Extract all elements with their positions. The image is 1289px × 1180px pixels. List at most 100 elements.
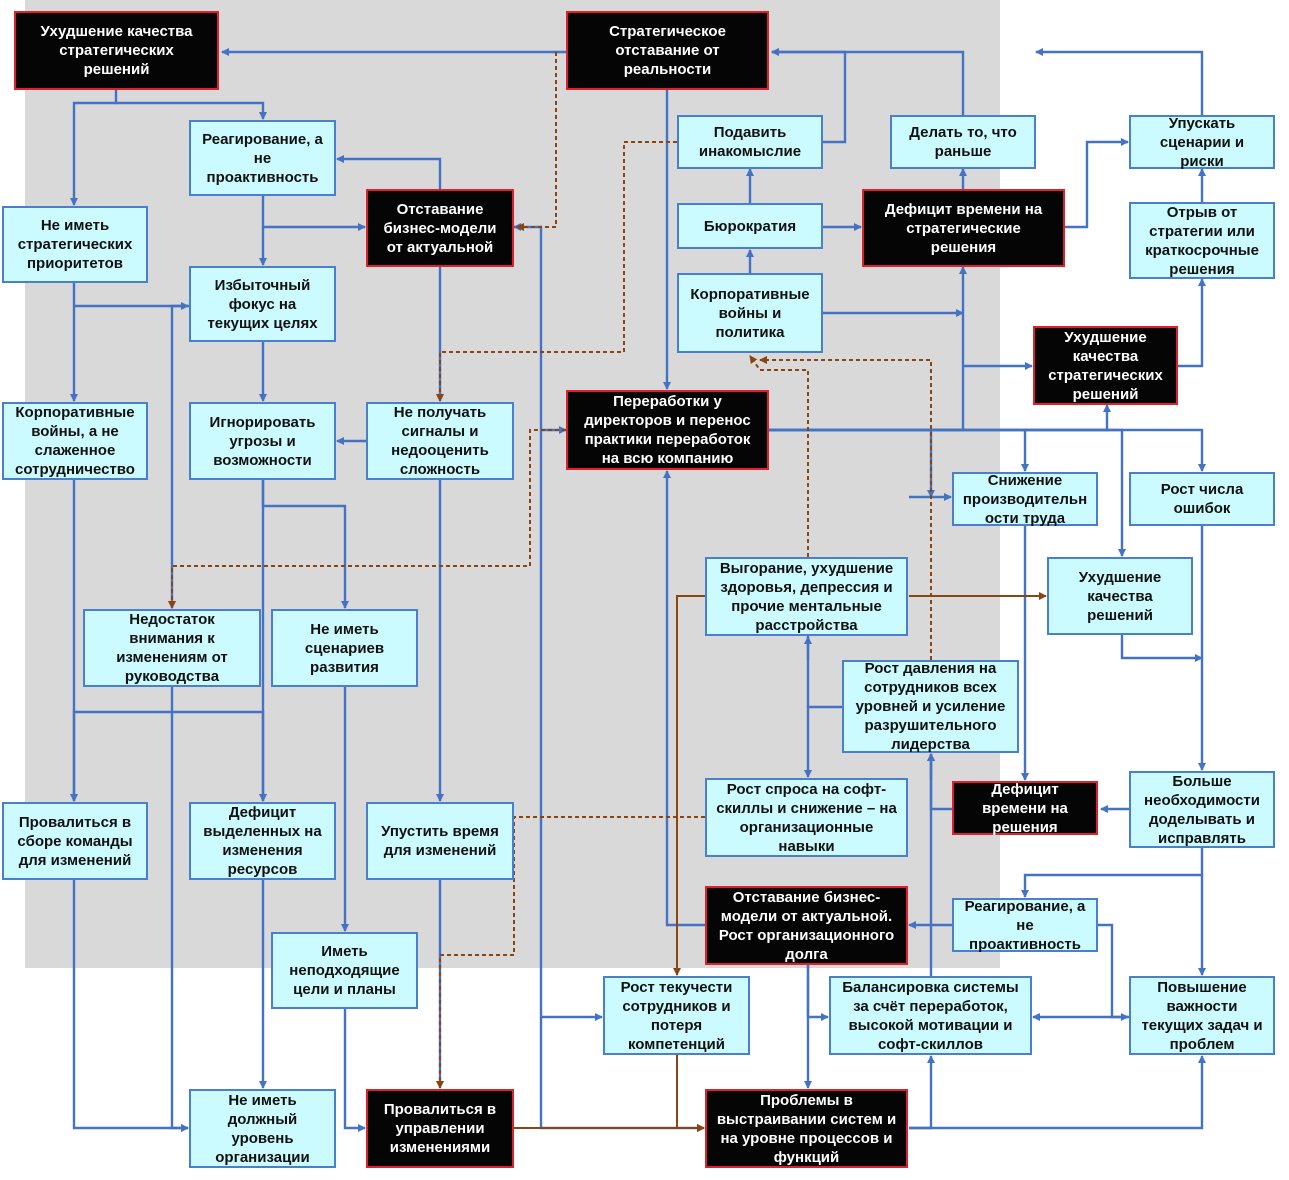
node-ignore-threats-opportunities: Игнорировать угрозы и возможности bbox=[189, 402, 336, 480]
connector-arrow bbox=[336, 155, 442, 189]
node-corporate-wars-politics: Корпоративные войны и политика bbox=[677, 273, 823, 353]
node-miss-signals-complexity: Не получать сигналы и недооценить сложно… bbox=[366, 402, 514, 480]
node-no-development-scenarios: Не иметь сценариев развития bbox=[271, 609, 418, 687]
connector-arrow bbox=[343, 1009, 366, 1132]
node-label: Реагирование, а не проактивность bbox=[964, 897, 1086, 953]
connector-arrow bbox=[114, 90, 267, 120]
node-lack-leadership-attention: Недостаток внимания к изменениям от руко… bbox=[83, 609, 261, 687]
node-system-building-problems: Проблемы в выстраивании систем и на уров… bbox=[705, 1089, 908, 1168]
connector-arrow bbox=[1035, 48, 1204, 115]
node-label: Реагирование, а не проактивность bbox=[202, 130, 323, 186]
node-label: Провалиться в управлении изменениями bbox=[383, 1101, 497, 1156]
connector-arrow bbox=[72, 880, 189, 1132]
connector-arrow bbox=[1178, 278, 1206, 368]
node-label: Отставание бизнес- модели от актуальной.… bbox=[718, 888, 895, 963]
node-strategic-lag-reality: Стратегическое отставание от реальности bbox=[566, 11, 769, 90]
node-label: Больше необходимости доделывать и исправ… bbox=[1144, 772, 1260, 847]
node-time-deficit-strategic: Дефицит времени на стратегические решени… bbox=[862, 189, 1065, 267]
node-label: Не иметь стратегических приоритетов bbox=[17, 217, 133, 272]
node-current-tasks-importance: Повышение важности текущих задач и пробл… bbox=[1129, 976, 1275, 1055]
node-label: Ухудшение качества стратегических решени… bbox=[40, 23, 193, 78]
connector-arrow bbox=[769, 428, 935, 498]
node-business-model-lag-1: Отставание бизнес-модели от актуальной bbox=[366, 189, 514, 267]
node-label: Бюрократия bbox=[703, 217, 797, 235]
connector-arrow bbox=[806, 965, 829, 1021]
connector-arrow bbox=[70, 101, 116, 206]
node-label: Игнорировать угрозы и возможности bbox=[209, 413, 316, 469]
node-no-strategic-priorities: Не иметь стратегических приоритетов bbox=[2, 206, 148, 283]
connector-arrow bbox=[749, 355, 809, 557]
connector-arrow bbox=[1021, 848, 1204, 898]
node-error-growth: Рост числа ошибок bbox=[1129, 472, 1275, 526]
node-label: Переработки у директоров и перенос практ… bbox=[584, 393, 751, 467]
node-label: Корпоративные войны и политика bbox=[690, 285, 810, 341]
node-label: Ухудшение качества стратегических решени… bbox=[1048, 328, 1163, 403]
connector-arrow bbox=[769, 428, 1206, 472]
connector-arrow bbox=[436, 141, 677, 402]
node-label: Отставание бизнес-модели от актуальной bbox=[383, 200, 497, 256]
connector-arrow bbox=[168, 304, 189, 609]
node-label: Отрыв от стратегии или краткосрочные реш… bbox=[1145, 203, 1259, 278]
node-staff-turnover: Рост текучести сотрудников и потеря комп… bbox=[603, 976, 750, 1055]
node-label: Дефицит времени на стратегические решени… bbox=[884, 200, 1043, 256]
connector-arrow bbox=[539, 430, 603, 1021]
connector-arrow bbox=[676, 1055, 705, 1132]
node-strategy-gap: Отрыв от стратегии или краткосрочные реш… bbox=[1129, 202, 1275, 279]
connector-arrow bbox=[909, 1055, 1206, 1130]
connector-arrow bbox=[1098, 923, 1129, 1021]
node-label: Стратегическое отставание от реальности bbox=[609, 23, 726, 78]
connector-arrow bbox=[771, 48, 965, 115]
node-miss-time-for-change: Упустить время для изменений bbox=[366, 802, 514, 880]
node-burnout: Выгорание, ухудшение здоровья, депрессия… bbox=[705, 557, 908, 636]
node-pressure-growth: Рост давления на сотрудников всех уровне… bbox=[842, 660, 1019, 753]
node-resource-deficit: Дефицит выделенных на изменения ресурсов bbox=[189, 802, 336, 880]
connector-arrow bbox=[261, 196, 366, 231]
node-fail-change-management: Провалиться в управлении изменениями bbox=[366, 1089, 514, 1168]
node-label: Снижение производительн ости труда bbox=[962, 471, 1088, 527]
connector-arrow bbox=[769, 404, 1111, 432]
node-reactive-not-proactive-1: Реагирование, а не проактивность bbox=[189, 120, 336, 196]
node-time-deficit-decisions: Дефицит времени на решения bbox=[952, 780, 1098, 836]
node-label: Провалиться в сборе команды для изменени… bbox=[17, 813, 133, 869]
node-label: Ухудшение качества решений bbox=[1078, 568, 1162, 624]
node-miss-scenarios-risks: Упускать сценарии и риски bbox=[1129, 114, 1275, 170]
node-label: Подавить инакомыслие bbox=[698, 124, 802, 160]
node-label: Проблемы в выстраивании систем и на уров… bbox=[716, 1091, 897, 1166]
node-label: Упускать сценарии и риски bbox=[1159, 114, 1245, 170]
node-bureaucracy: Бюрократия bbox=[677, 203, 823, 249]
connector-arrow bbox=[261, 480, 349, 609]
node-strategic-decision-quality-1: Ухудшение качества стратегических решени… bbox=[14, 11, 219, 90]
connector-arrow bbox=[804, 705, 842, 778]
connector-arrow bbox=[673, 595, 705, 976]
node-label: Дефицит времени на решения bbox=[982, 780, 1068, 836]
node-label: Рост текучести сотрудников и потеря комп… bbox=[620, 978, 733, 1053]
connector-arrow bbox=[70, 687, 174, 802]
node-label: Балансировка системы за счёт переработок… bbox=[842, 978, 1019, 1053]
node-label: Рост числа ошибок bbox=[1160, 481, 1244, 517]
connector-arrow bbox=[513, 223, 543, 430]
node-label: Иметь неподходящие цели и планы bbox=[289, 943, 400, 998]
node-suppress-dissent: Подавить инакомыслие bbox=[677, 115, 823, 169]
node-label: Рост спроса на софт- скиллы и снижение –… bbox=[716, 780, 897, 855]
node-label: Не получать сигналы и недооценить сложно… bbox=[391, 404, 489, 478]
node-label: Не иметь сценариев развития bbox=[304, 620, 385, 676]
node-do-as-before: Делать то, что раньше bbox=[890, 115, 1036, 169]
connector-arrow bbox=[1120, 635, 1203, 662]
connector-arrow bbox=[759, 356, 932, 660]
connector-arrow bbox=[663, 470, 705, 927]
node-corporate-wars-not-cooperation: Корпоративные войны, а не слаженное сотр… bbox=[2, 402, 148, 480]
node-more-rework: Больше необходимости доделывать и исправ… bbox=[1129, 771, 1275, 848]
node-label: Дефицит выделенных на изменения ресурсов bbox=[203, 804, 322, 878]
node-label: Избыточный фокус на текущих целях bbox=[207, 276, 318, 332]
node-excess-focus-current-goals: Избыточный фокус на текущих целях bbox=[189, 266, 336, 342]
node-label: Выгорание, ухудшение здоровья, депрессия… bbox=[719, 559, 894, 634]
node-decision-quality-decline: Ухудшение качества решений bbox=[1047, 557, 1193, 635]
node-business-model-lag-2: Отставание бизнес- модели от актуальной.… bbox=[705, 886, 908, 965]
node-label: Корпоративные войны, а не слаженное сотр… bbox=[15, 404, 135, 478]
node-strategic-decision-quality-2: Ухудшение качества стратегических решени… bbox=[1033, 326, 1178, 405]
node-unsuitable-goals-plans: Иметь неподходящие цели и планы bbox=[271, 932, 418, 1009]
node-soft-skills-demand: Рост спроса на софт- скиллы и снижение –… bbox=[705, 778, 908, 857]
node-label: Недостаток внимания к изменениям от руко… bbox=[116, 611, 228, 685]
